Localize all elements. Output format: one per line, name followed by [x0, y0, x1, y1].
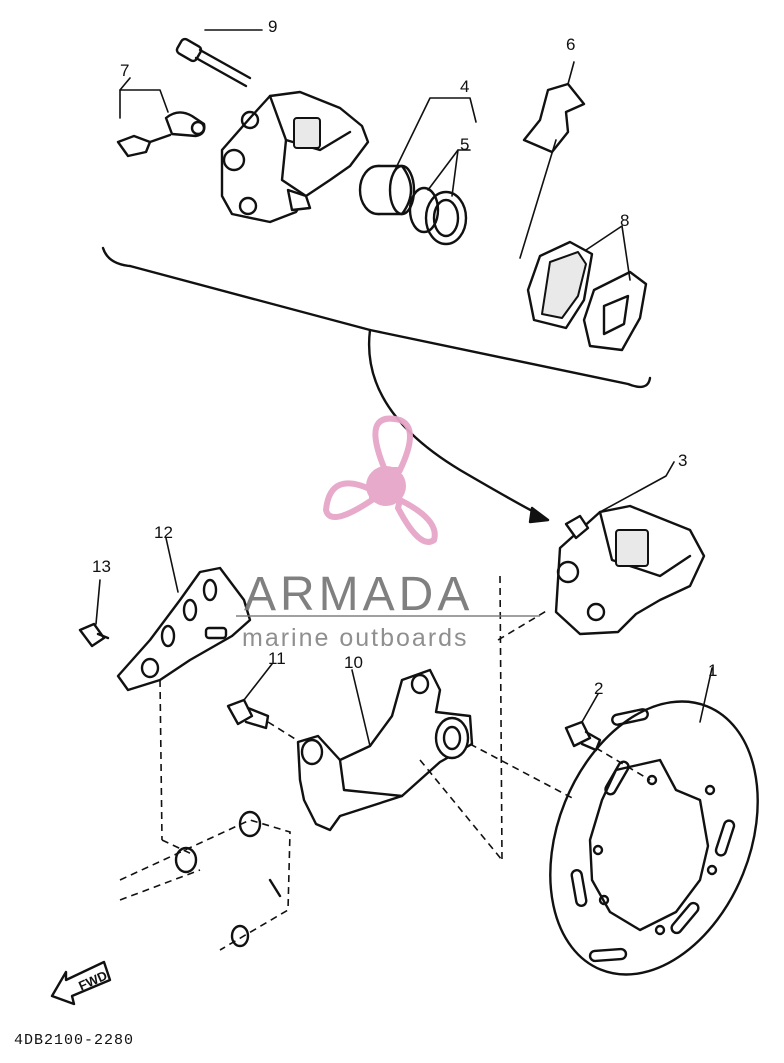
guard-bolt-part: [78, 579, 110, 648]
swingarm-outline: [119, 575, 577, 951]
disc-bolt-part: [564, 693, 651, 781]
diagram-code: 4DB2100-2280: [14, 1032, 134, 1049]
callout-6: 6: [566, 35, 575, 54]
callout-labels: 1 2 3 4 5 6 7 8 9 10 11 12 13: [92, 17, 717, 698]
callout-4: 4: [460, 77, 469, 96]
callout-11: 11: [268, 649, 286, 668]
callout-10: 10: [344, 653, 363, 672]
callout-2: 2: [594, 679, 603, 698]
callout-13: 13: [92, 557, 111, 576]
brake-disc-part: [549, 667, 759, 976]
callout-7: 7: [120, 61, 129, 80]
watermark: ARMADA marine outboards: [236, 415, 540, 652]
watermark-tagline: marine outboards: [242, 624, 469, 652]
caliper-bracket-part: [296, 668, 474, 832]
pad-spring-part: [519, 61, 586, 259]
callout-3: 3: [678, 451, 687, 470]
propeller-logo-icon: [322, 415, 438, 545]
callout-1: 1: [708, 661, 717, 680]
inset-bracket: [101, 246, 652, 524]
callout-12: 12: [154, 523, 173, 542]
disc-guard-part: [116, 537, 252, 692]
caliper-assembly-part: [554, 461, 706, 636]
piston-seal-part: [408, 149, 471, 246]
fwd-arrow-icon: FWD: [50, 960, 112, 1006]
bleed-screw-part: [116, 77, 206, 158]
caliper-body-inset: [220, 90, 370, 224]
callout-5: 5: [460, 135, 469, 154]
piston-part: [358, 97, 477, 216]
brake-pad-part: [526, 225, 648, 352]
watermark-brand: ARMADA: [244, 568, 473, 621]
slide-pin-part: [175, 29, 263, 88]
callout-9: 9: [268, 17, 277, 36]
bracket-bolt-part: [226, 663, 301, 743]
callout-8: 8: [620, 211, 629, 230]
